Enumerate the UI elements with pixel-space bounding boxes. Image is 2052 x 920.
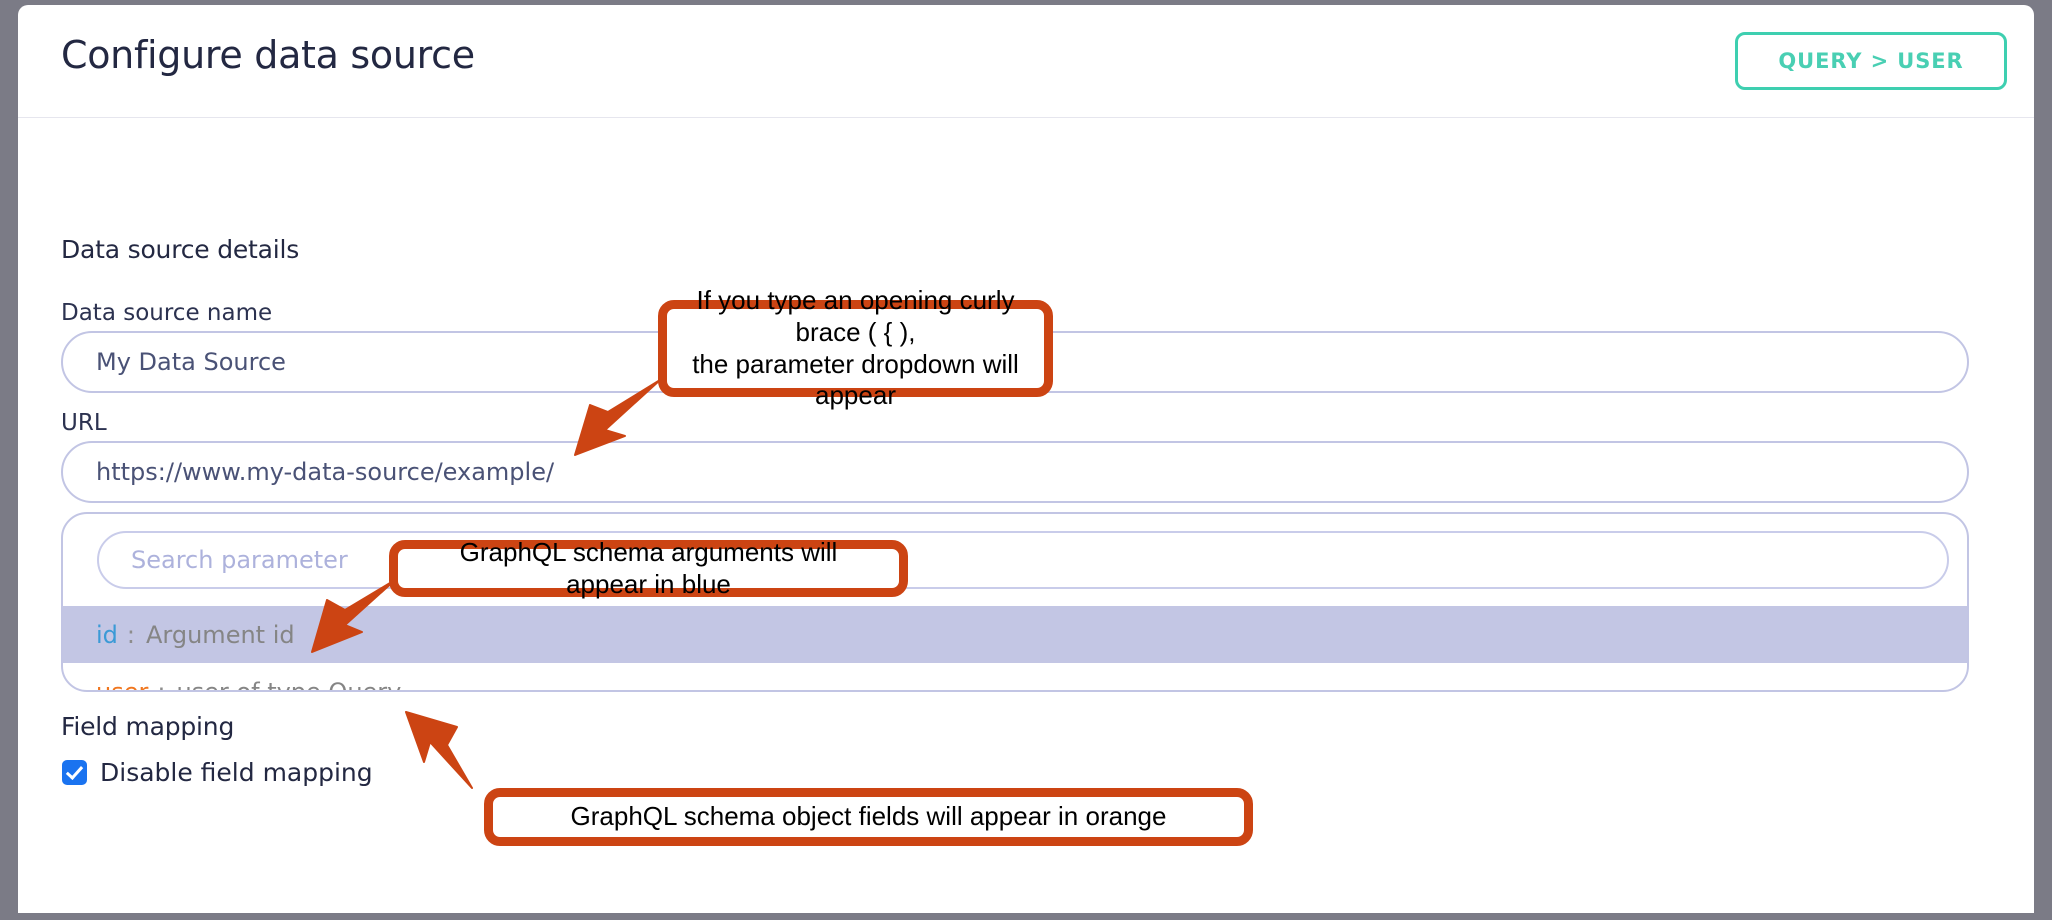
url-input[interactable]: https://www.my-data-source/example/ (61, 441, 1969, 503)
parameter-key: id (96, 620, 118, 649)
parameter-row-id[interactable]: id : Argument id (63, 606, 1967, 663)
query-user-button[interactable]: QUERY > USER (1735, 32, 2007, 90)
parameter-key: user (96, 677, 149, 692)
search-parameter-input[interactable]: Search parameter (97, 531, 1949, 589)
annotation-text: GraphQL schema object fields will appear… (570, 801, 1167, 832)
annotation-curly-brace-note: If you type an opening curly brace ( { )… (658, 285, 1053, 410)
panel-header: Configure data source QUERY > USER (18, 5, 2034, 118)
configure-data-source-panel: Configure data source QUERY > USER Data … (18, 5, 2034, 913)
parameter-description: user of type Query (176, 677, 402, 692)
annotation-line-1: If you type an opening curly brace ( { )… (696, 285, 1015, 347)
page-title: Configure data source (61, 33, 475, 77)
data-source-details-heading: Data source details (61, 235, 300, 264)
disable-field-mapping-row[interactable]: Disable field mapping (62, 758, 373, 787)
parameter-list: id : Argument id user : user of type Que… (63, 606, 1967, 692)
parameter-row-user[interactable]: user : user of type Query (63, 663, 1967, 692)
annotation-text: GraphQL schema arguments will appear in … (459, 536, 838, 599)
field-mapping-heading: Field mapping (61, 712, 235, 741)
url-label: URL (61, 410, 107, 436)
annotation-object-fields-orange-note: GraphQL schema object fields will appear… (484, 788, 1253, 846)
parameter-dropdown-panel: Search parameter id : Argument id user :… (61, 512, 1969, 692)
parameter-description: Argument id (146, 620, 295, 649)
parameter-separator: : (126, 620, 135, 649)
parameter-separator: : (157, 677, 166, 692)
annotation-arguments-blue-note: GraphQL schema arguments will appear in … (389, 536, 908, 599)
disable-field-mapping-label: Disable field mapping (100, 758, 373, 787)
data-source-name-label: Data source name (61, 300, 273, 326)
checkbox-checked-icon[interactable] (62, 760, 87, 785)
annotation-line-2: the parameter dropdown will appear (692, 348, 1019, 411)
